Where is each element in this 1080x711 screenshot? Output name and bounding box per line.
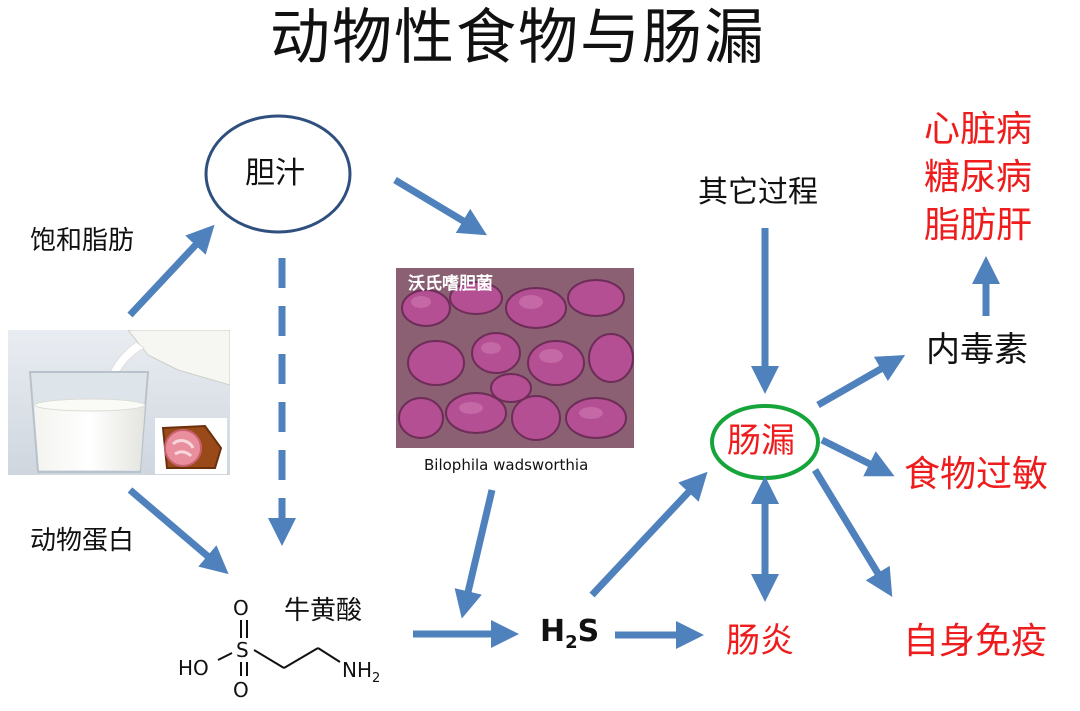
bacteria-micrograph-icon xyxy=(396,268,634,448)
saturated-fat-label: 饱和脂肪 xyxy=(30,226,135,256)
h2s-s: S xyxy=(577,614,600,649)
animal-protein-label: 动物蛋白 xyxy=(30,526,135,556)
molecule-nh: NH xyxy=(342,658,372,682)
disease-diabetes: 糖尿病 xyxy=(924,157,1033,198)
disease-heart: 心脏病 xyxy=(924,109,1033,150)
food-allergy-label: 食物过敏 xyxy=(904,454,1049,495)
other-process-label: 其它过程 xyxy=(698,175,818,210)
disease-fatty-liver: 脂肪肝 xyxy=(924,205,1033,246)
h2s-sub: 2 xyxy=(565,632,578,653)
molecule-o-bottom: O xyxy=(233,678,249,702)
taurine-molecule-icon xyxy=(217,620,341,676)
arrow-h2s-to-leaky-gut xyxy=(589,471,708,598)
molecule-o-top: O xyxy=(233,596,249,620)
h2s-h: H xyxy=(540,614,566,649)
arrow-bacteria-to-h2s xyxy=(454,489,496,619)
arrow-fat-to-bile xyxy=(127,224,215,318)
enteritis-label: 肠炎 xyxy=(726,621,794,661)
leaky-gut-label: 肠漏 xyxy=(727,421,795,461)
taurine-label: 牛黄酸 xyxy=(284,596,363,626)
milk-pouring-icon xyxy=(8,330,230,475)
molecule-nh-sub: 2 xyxy=(372,671,381,686)
bile-label: 胆汁 xyxy=(245,156,305,191)
arrow-leaky-to-endotoxin xyxy=(816,355,906,409)
molecule-s: S xyxy=(236,638,249,662)
arrow-leaky-to-autoimmune xyxy=(812,468,893,597)
arrow-protein-to-taurine xyxy=(127,487,229,575)
ham-icon xyxy=(155,418,227,474)
bacteria-name-cn: 沃氏嗜胆菌 xyxy=(408,274,493,294)
arrow-leaky-to-allergy xyxy=(820,436,895,477)
autoimmune-label: 自身免疫 xyxy=(903,621,1048,662)
molecule-nh2: NH2 xyxy=(342,660,380,685)
arrow-bile-to-bacteria xyxy=(393,176,488,236)
bile-circle xyxy=(204,114,352,234)
h2s-label: H2S xyxy=(540,617,599,652)
bacteria-caption: Bilophila wadsworthia xyxy=(424,456,589,474)
endotoxin-label: 内毒素 xyxy=(926,330,1028,370)
molecule-ho: HO xyxy=(178,656,209,680)
page-title: 动物性食物与肠漏 xyxy=(270,3,766,73)
